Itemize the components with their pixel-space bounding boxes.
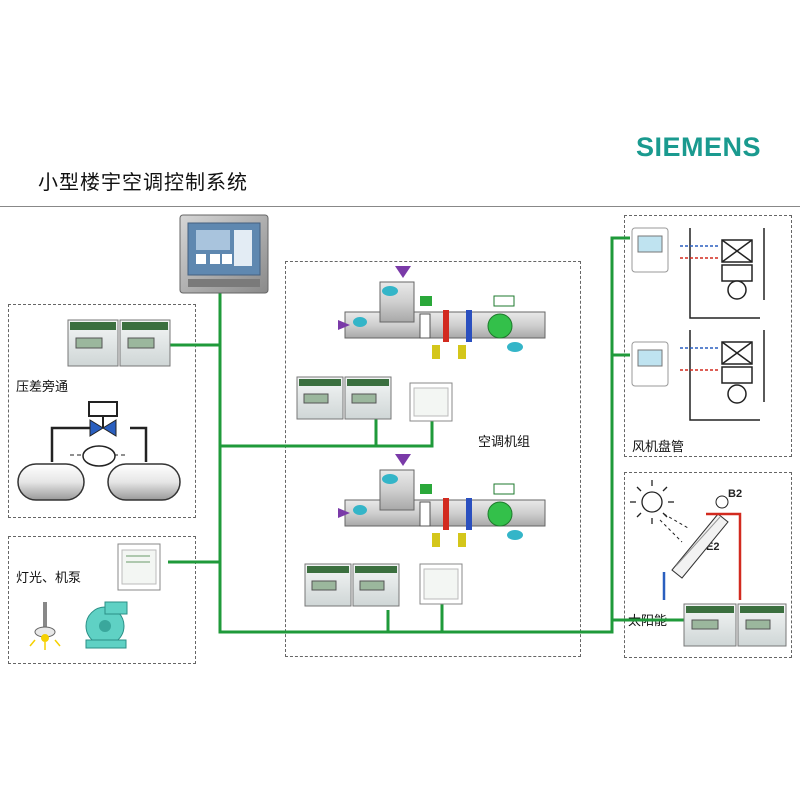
bypass-piping bbox=[50, 426, 148, 462]
bus-network bbox=[168, 236, 684, 634]
fan-coil-label: 风机盘管 bbox=[632, 440, 685, 455]
touch-panel-hmi bbox=[179, 214, 269, 294]
pump-icon bbox=[85, 601, 128, 649]
page-title: 小型楼宇空调控制系统 bbox=[38, 170, 248, 194]
solar-piping bbox=[662, 512, 742, 600]
fan-coil-box bbox=[624, 215, 792, 457]
siemens-logo: SIEMENS bbox=[636, 132, 762, 162]
ahu-unit-1 bbox=[338, 266, 546, 359]
lighting-controller bbox=[117, 543, 161, 591]
fan-coil-unit-2 bbox=[680, 330, 765, 421]
fan-coil-unit-1 bbox=[680, 228, 765, 319]
solar-box bbox=[624, 472, 792, 658]
pressure-bypass-box bbox=[8, 304, 196, 518]
sun-icon bbox=[630, 480, 674, 524]
lamp-icon bbox=[29, 602, 61, 650]
ahu-box bbox=[285, 261, 581, 657]
fan-coil-thermostat-1 bbox=[631, 227, 669, 273]
b2-sensor-label: B2 bbox=[728, 488, 743, 500]
solar-panel bbox=[671, 513, 729, 579]
bypass-valve bbox=[88, 401, 118, 437]
right-tank bbox=[107, 463, 181, 501]
lighting-pumps-label: 灯光、机泵 bbox=[16, 571, 82, 586]
lighting-pumps-box bbox=[8, 536, 196, 664]
fan-coil-thermostat-2 bbox=[631, 341, 669, 387]
left-tank bbox=[17, 463, 85, 501]
temp-sensor-circle bbox=[715, 495, 729, 509]
ahu-label: 空调机组 bbox=[478, 435, 531, 450]
ahu-unit-2 bbox=[338, 454, 546, 547]
dp-sensor bbox=[82, 445, 116, 467]
ahu-1-controllers bbox=[296, 376, 453, 422]
header-divider bbox=[0, 206, 800, 207]
pressure-bypass-label: 压差旁通 bbox=[16, 380, 69, 395]
bypass-controllers bbox=[67, 319, 171, 367]
sun-rays-dashed bbox=[659, 513, 689, 543]
solar-controllers bbox=[683, 603, 787, 647]
ahu-2-controllers bbox=[304, 563, 463, 607]
